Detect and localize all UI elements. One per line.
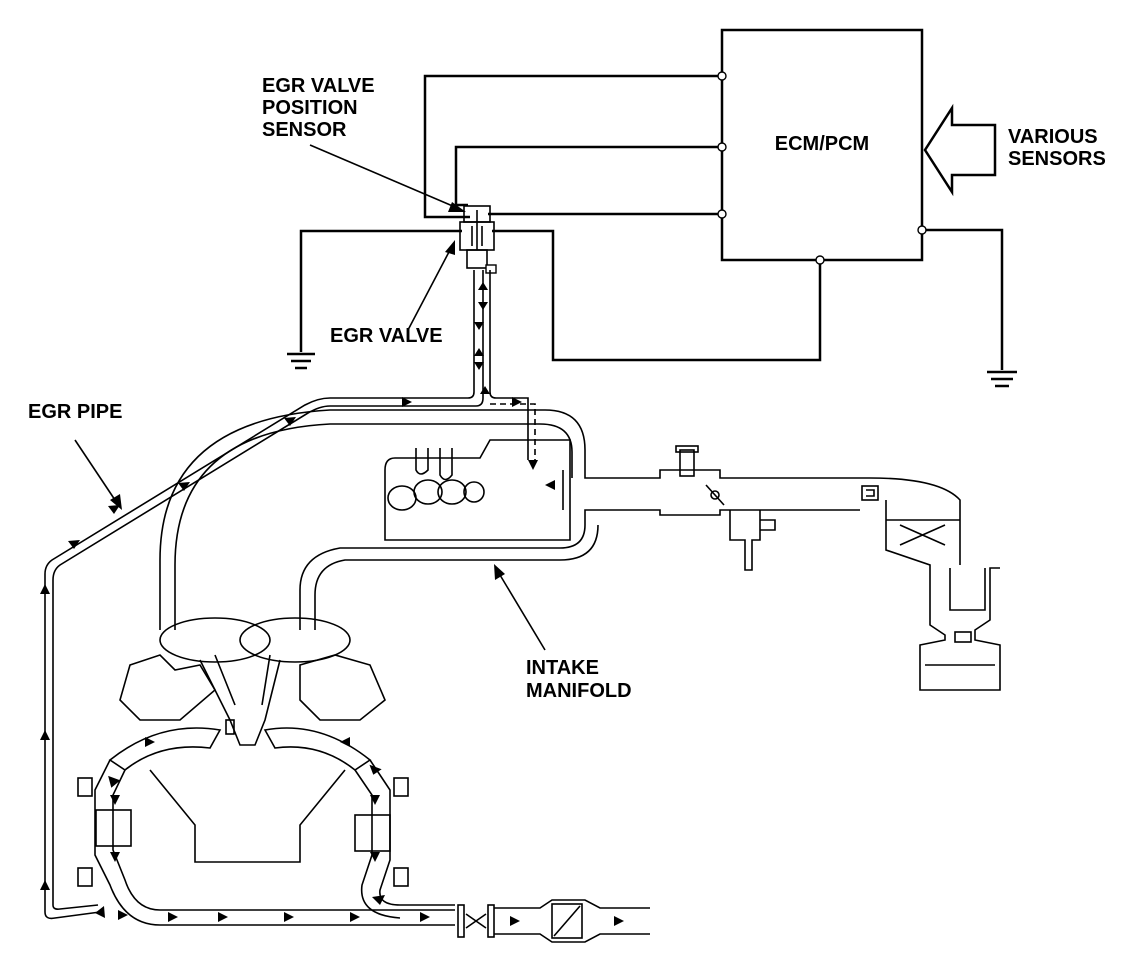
various-sensors-label-line2: SENSORS — [1008, 148, 1106, 170]
sensor-wiring — [299, 71, 1004, 370]
ecm-pcm-label: ECM/PCM — [775, 133, 869, 155]
egr-valve-position-sensor-label-line3: SENSOR — [262, 119, 347, 141]
egr-flow-arrows — [40, 282, 555, 918]
egr-passage — [44, 270, 536, 920]
ecm-pcm-unit: ECM/PCM — [720, 28, 924, 262]
intake-manifold-label-line2: MANIFOLD — [526, 680, 632, 702]
throttle-body-and-air-intake — [675, 445, 1001, 691]
ground-symbol-left — [287, 352, 315, 370]
exhaust-flow-arrows — [108, 737, 624, 926]
various-sensors-input-arrow — [923, 103, 997, 197]
intake-manifold-label-line1: INTAKE — [526, 657, 599, 679]
egr-pipe-label: EGR PIPE — [28, 401, 122, 423]
ground-symbol-right — [987, 370, 1017, 388]
egr-valve-position-sensor-label-line2: POSITION — [262, 97, 358, 119]
egr-valve-position-sensor-label-line1: EGR VALVE — [262, 75, 375, 97]
ecm-pcm-box — [720, 28, 924, 262]
egr-valve-assembly — [459, 205, 497, 274]
intake-manifold — [159, 409, 961, 630]
egr-valve-label: EGR VALVE — [330, 325, 443, 347]
various-sensors-label-line1: VARIOUS — [1008, 126, 1098, 148]
engine — [108, 617, 386, 863]
callout-leaders — [74, 144, 546, 651]
